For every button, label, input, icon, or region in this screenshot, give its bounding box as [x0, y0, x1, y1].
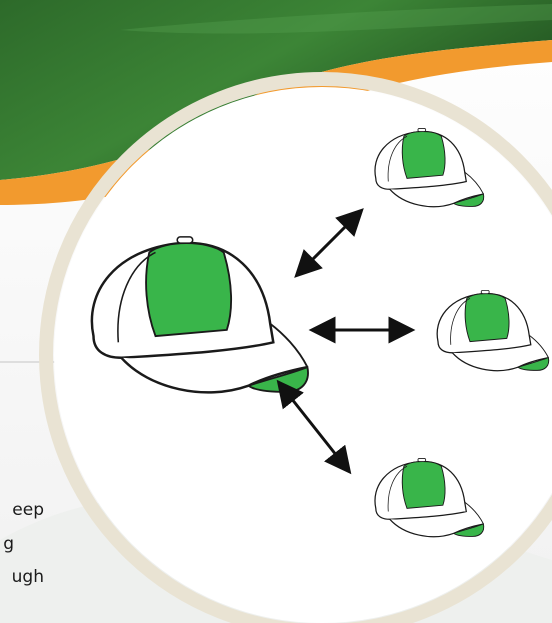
body-text-fragment-2: g: [0, 534, 14, 554]
body-text-fragment-1: eep: [0, 500, 44, 520]
body-text-fragment-3: ugh: [0, 567, 44, 587]
